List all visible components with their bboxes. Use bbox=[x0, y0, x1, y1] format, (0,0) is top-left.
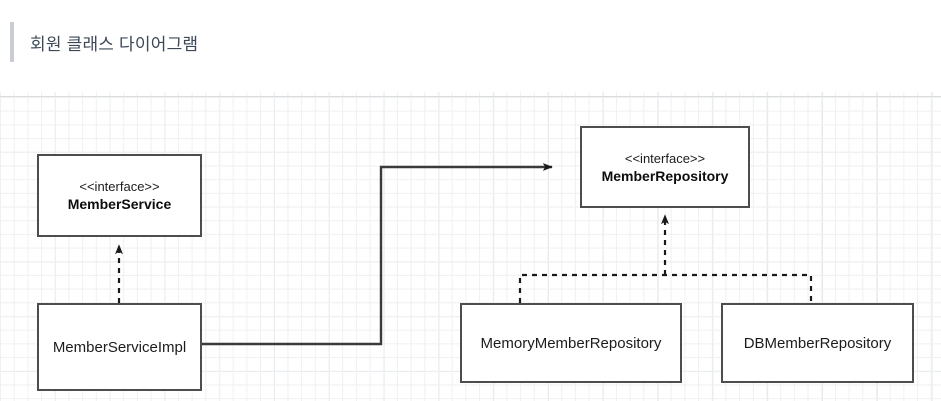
class-name-label: MemberService bbox=[67, 196, 172, 212]
uml-node-memory-member-repository[interactable]: MemoryMemberRepository bbox=[460, 303, 682, 383]
canvas-top-divider bbox=[0, 96, 941, 97]
diagram-canvas[interactable]: <<interface>> MemberService <<interface>… bbox=[0, 92, 941, 401]
stereotype-label: <<interface>> bbox=[79, 179, 160, 194]
uml-node-member-repository[interactable]: <<interface>> MemberRepository bbox=[580, 126, 750, 208]
class-name-label: DBMemberRepository bbox=[743, 334, 892, 352]
uml-node-member-service-impl[interactable]: MemberServiceImpl bbox=[37, 303, 202, 391]
class-name-label: MemberRepository bbox=[601, 167, 729, 184]
class-name-label: MemoryMemberRepository bbox=[480, 334, 662, 352]
class-name-label: MemberServiceImpl bbox=[52, 338, 187, 356]
uml-node-db-member-repository[interactable]: DBMemberRepository bbox=[721, 303, 914, 383]
title-accent-bar bbox=[10, 22, 14, 62]
page-header: 회원 클래스 다이어그램 bbox=[0, 0, 941, 92]
edge-repositories-realize-repository bbox=[518, 214, 813, 303]
uml-node-member-service[interactable]: <<interface>> MemberService bbox=[37, 154, 202, 237]
page-title: 회원 클래스 다이어그램 bbox=[30, 35, 199, 54]
stereotype-label: <<interface>> bbox=[624, 150, 706, 166]
